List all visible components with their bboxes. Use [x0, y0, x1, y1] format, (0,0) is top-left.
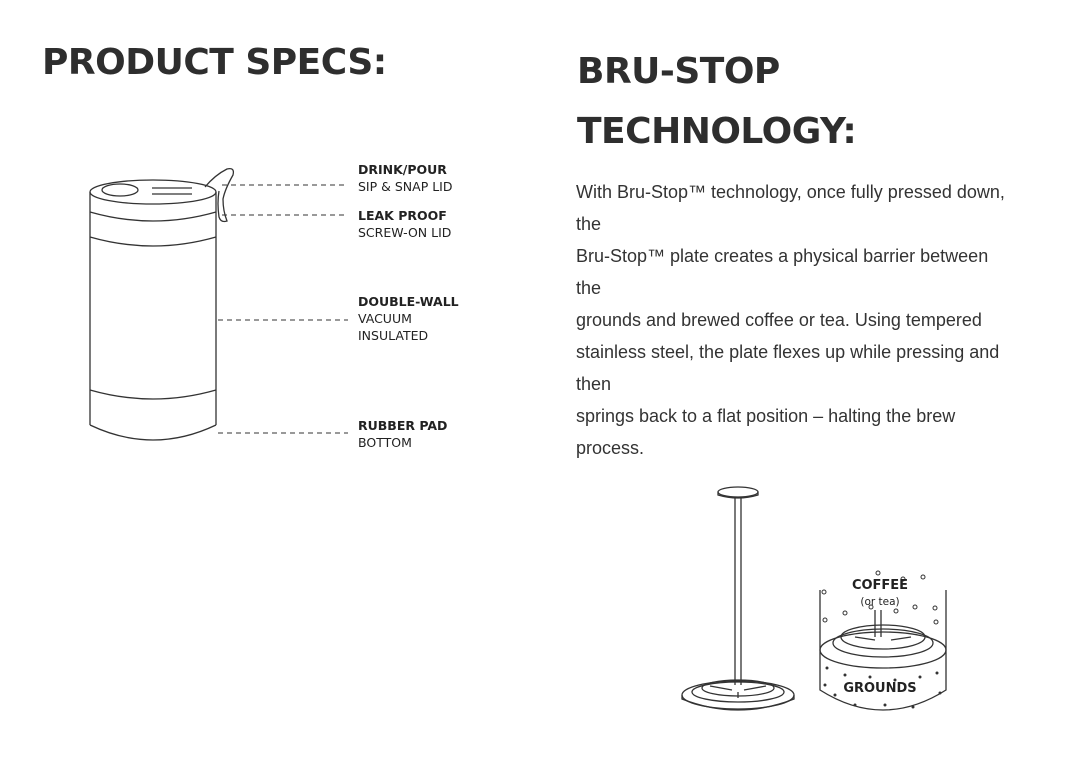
- coffee-sublabel: (or tea): [860, 596, 900, 608]
- product-specs-heading: PRODUCT SPECS:: [42, 42, 387, 83]
- text-line: Bru-Stop™ plate creates a physical barri…: [576, 246, 989, 266]
- coffee-label: COFFEE: [851, 578, 909, 593]
- grounds-label: GROUNDS: [843, 681, 917, 696]
- bru-stop-heading: BRU-STOP TECHNOLOGY:: [577, 42, 857, 162]
- spec-label-lid: DRINK/POUR SIP & SNAP LID: [358, 161, 452, 195]
- spec-label-rubber-pad: RUBBER PAD BOTTOM: [358, 417, 447, 451]
- spec-desc: BOTTOM: [358, 435, 412, 450]
- spec-label-double-wall: DOUBLE-WALL VACUUM INSULATED: [358, 293, 459, 344]
- tumbler-illustration: [89, 167, 348, 441]
- spec-desc: SCREW-ON LID: [358, 225, 452, 240]
- spec-title: DRINK/POUR: [358, 162, 447, 177]
- brew-diagram-illustration: [819, 570, 947, 711]
- text-line: springs back to a flat position – haltin…: [576, 406, 956, 426]
- heading-line: TECHNOLOGY:: [577, 111, 857, 152]
- text-line: stainless steel, the plate flexes up whi…: [576, 342, 1000, 362]
- text-line: With Bru-Stop™ technology, once fully pr…: [576, 182, 1005, 202]
- spec-desc: VACUUM: [358, 311, 412, 326]
- text-line: the: [576, 278, 602, 298]
- text-line: process.: [576, 438, 645, 458]
- spec-desc: SIP & SNAP LID: [358, 179, 453, 194]
- bru-stop-description: With Bru-Stop™ technology, once fully pr…: [576, 176, 1005, 464]
- text-line: the: [576, 214, 602, 234]
- plunger-illustration: [681, 486, 795, 711]
- spec-title: RUBBER PAD: [358, 418, 448, 433]
- spec-title: LEAK PROOF: [358, 208, 447, 223]
- heading-line: BRU-STOP: [577, 51, 780, 92]
- text-line: then: [576, 374, 612, 394]
- text-line: grounds and brewed coffee or tea. Using …: [576, 310, 982, 330]
- spec-label-leak-proof: LEAK PROOF SCREW-ON LID: [358, 207, 451, 241]
- spec-title: DOUBLE-WALL: [358, 294, 459, 309]
- spec-desc: INSULATED: [358, 328, 429, 343]
